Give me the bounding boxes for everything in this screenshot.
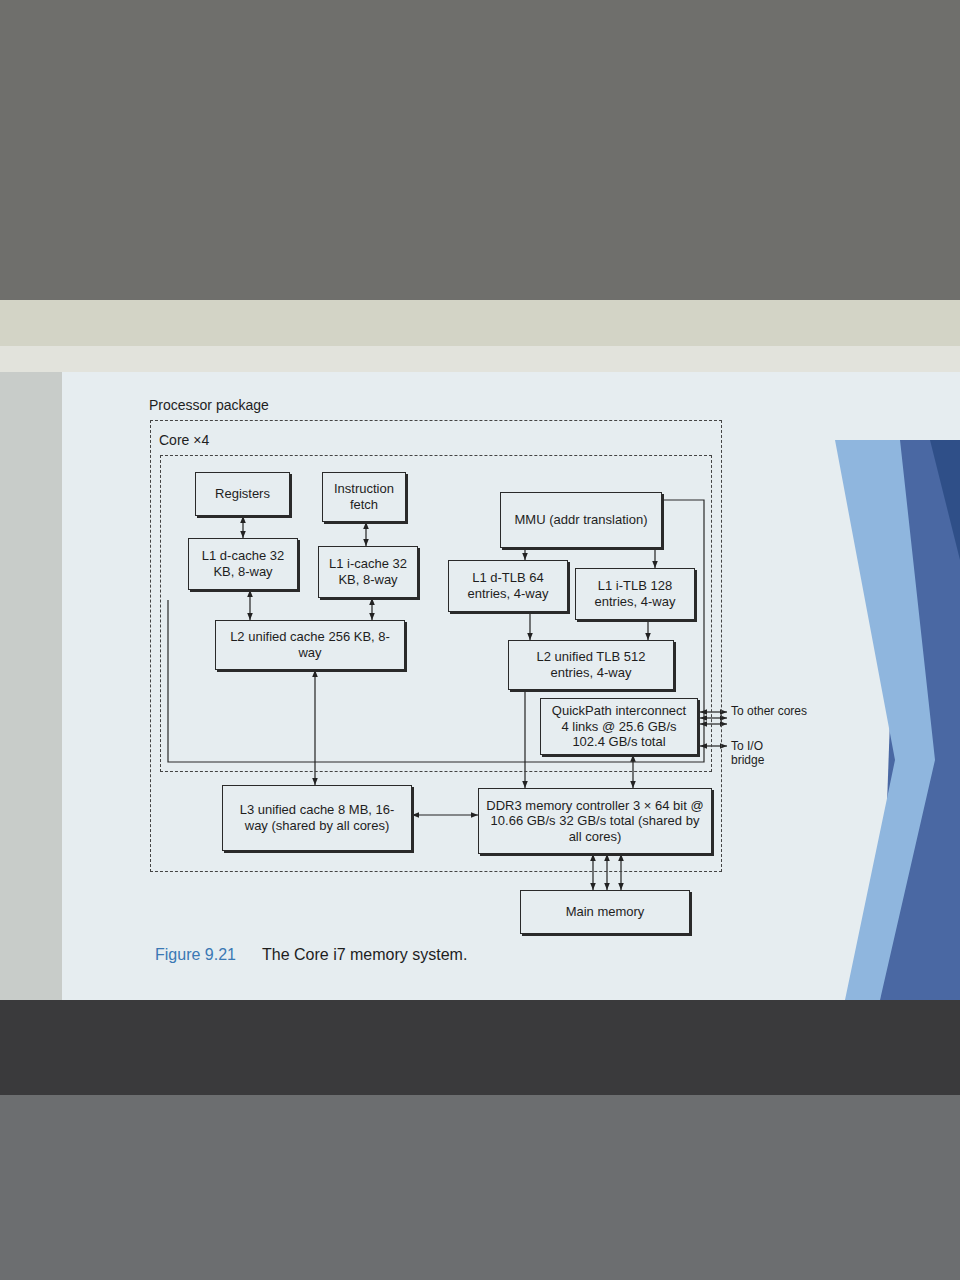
box-label: QuickPath interconnect 4 links @ 25.6 GB…: [547, 703, 691, 750]
browser-toolbar: [0, 346, 960, 372]
component-box: Instruction fetch: [322, 472, 406, 522]
slide-decoration: [835, 440, 935, 1000]
connector: [606, 854, 607, 890]
link-arrow: [700, 723, 727, 724]
component-box: L1 d-TLB 64 entries, 4-way: [448, 560, 568, 612]
component-box: L2 unified TLB 512 entries, 4-way: [508, 640, 674, 690]
component-box: L1 d-cache 32 KB, 8-way: [188, 538, 298, 590]
connector: [242, 516, 243, 538]
component-box: QuickPath interconnect 4 links @ 25.6 GB…: [540, 698, 698, 755]
component-box: L1 i-TLB 128 entries, 4-way: [575, 568, 695, 620]
component-box: L3 unified cache 8 MB, 16-way (shared by…: [222, 785, 412, 851]
box-label: Instruction fetch: [329, 481, 399, 512]
connector: [620, 854, 621, 890]
box-label: DDR3 memory controller 3 × 64 bit @ 10.6…: [485, 798, 705, 845]
box-label: L2 unified cache 256 KB, 8-way: [222, 629, 398, 660]
box-label: L3 unified cache 8 MB, 16-way (shared by…: [229, 802, 405, 833]
box-label: Main memory: [566, 904, 645, 920]
connector: [647, 620, 648, 640]
connector: [412, 814, 478, 815]
component-box: Registers: [195, 472, 290, 516]
connector: [529, 612, 530, 640]
connector: [592, 854, 593, 890]
component-box: L2 unified cache 256 KB, 8-way: [215, 620, 405, 670]
connector: [524, 548, 525, 560]
connector: [371, 598, 372, 620]
component-box: Main memory: [520, 890, 690, 934]
link-arrow: [700, 711, 727, 712]
link-arrow: [700, 717, 727, 718]
region-box: Processor packageCore ×4RegistersInstruc…: [150, 420, 722, 872]
component-box: L1 i-cache 32 KB, 8-way: [318, 546, 418, 598]
component-box: MMU (addr translation): [500, 492, 662, 548]
connector: [654, 548, 655, 568]
box-label: L1 d-cache 32 KB, 8-way: [195, 548, 291, 579]
box-label: MMU (addr translation): [515, 512, 648, 528]
figure-caption: The Core i7 memory system.: [262, 946, 467, 964]
wall: [0, 1095, 960, 1280]
browser-bar: [0, 300, 960, 346]
region-box: Core ×4RegistersInstruction fetchMMU (ad…: [160, 455, 712, 772]
region-heading: Core ×4: [159, 432, 209, 448]
region-heading: Processor package: [149, 397, 269, 413]
box-label: L2 unified TLB 512 entries, 4-way: [515, 649, 667, 680]
slide: [62, 372, 960, 1000]
figure-number: Figure 9.21: [155, 946, 236, 964]
port-label: To other cores: [731, 704, 821, 718]
port-label: To I/O bridge: [731, 739, 777, 768]
component-box: DDR3 memory controller 3 × 64 bit @ 10.6…: [478, 788, 712, 854]
side-panel: [0, 372, 62, 1000]
box-label: L1 i-cache 32 KB, 8-way: [325, 556, 411, 587]
link-arrow: [700, 745, 727, 746]
connector: [249, 590, 250, 620]
slide-decoration: [930, 440, 960, 560]
connector: [524, 690, 525, 788]
screen-bottom: [0, 1000, 960, 1095]
connector: [314, 670, 315, 785]
connector: [365, 522, 366, 546]
box-label: L1 d-TLB 64 entries, 4-way: [455, 570, 561, 601]
box-label: L1 i-TLB 128 entries, 4-way: [582, 578, 688, 609]
ceiling: [0, 0, 960, 300]
box-label: Registers: [215, 486, 270, 502]
